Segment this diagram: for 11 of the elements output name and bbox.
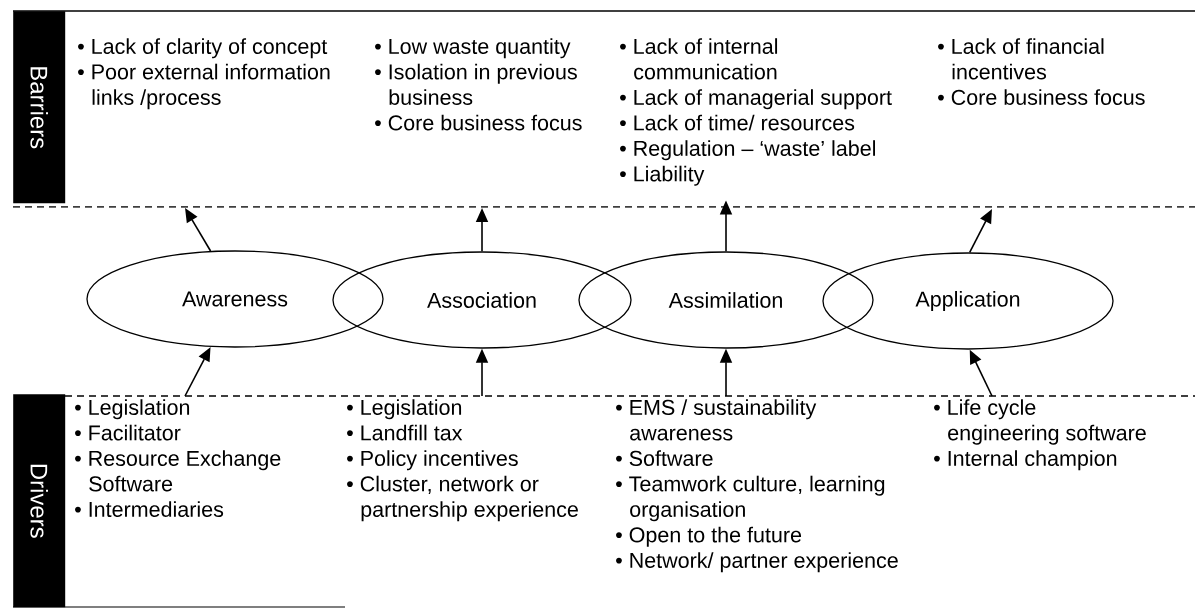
bullet-list: • Legislation • Facilitator • Resource Exchange Software • Intermediaries: [75, 399, 281, 517]
bullet-list: • Lack of financial incentives • Core business focus: [938, 38, 1145, 105]
label-band: Drivers: [13, 394, 66, 608]
bullet-list: • Life cycle engineering software • Internal champion: [934, 399, 1146, 471]
bullet-list: • EMS / sustainability awareness • Software • Teamwork culture, learning organisation • Open to the future • Network/ partner experience: [616, 399, 898, 573]
bullet-list: • Lack of internal communication • Lack of managerial support • Lack of time/ resources • Regulation – ‘waste’ label • Liability: [620, 38, 892, 186]
bullet-list: • Legislation • Landfill tax • Policy incentives • Cluster, network or partnership experience: [347, 399, 578, 522]
bullet-list: • Lack of clarity of concept • Poor external information links /process: [78, 38, 330, 110]
bullet-list: • Low waste quantity • Isolation in previous business • Core business focus: [375, 38, 582, 131]
arrow: [185, 208, 212, 252]
label-band: Barriers: [13, 11, 66, 204]
